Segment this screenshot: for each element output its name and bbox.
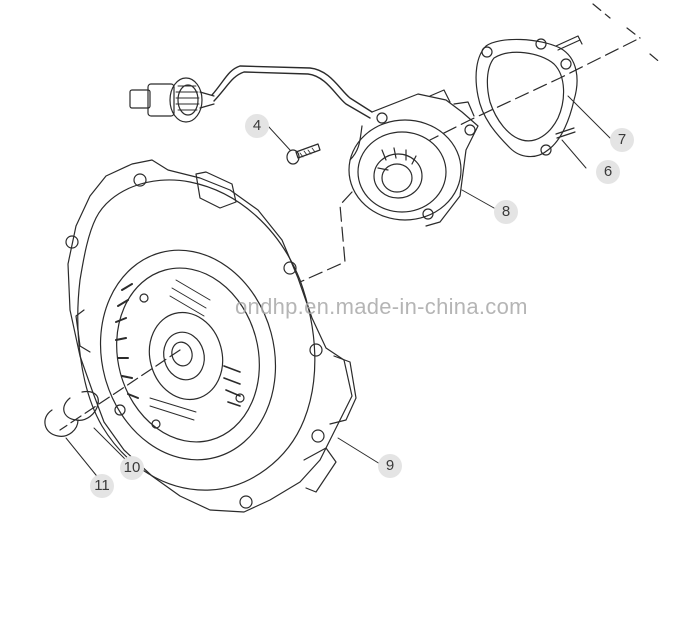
clutch-disc [99, 249, 277, 461]
callout-10: 10 [120, 456, 144, 480]
center-axis-lower [59, 349, 181, 431]
bolt [286, 143, 321, 165]
center-axis-line [592, 3, 663, 65]
gasket [475, 38, 578, 158]
watermark: ondhp.en.made-in-china.com [235, 294, 528, 319]
callout-8: 8 [494, 200, 518, 224]
callout-4: 4 [245, 114, 269, 138]
release-bearing [348, 89, 479, 227]
clutch-cover [65, 159, 357, 513]
studs [555, 35, 583, 139]
callout-6: 6 [596, 160, 620, 184]
center-axis-top [429, 39, 637, 141]
callout-9: 9 [378, 454, 402, 478]
leader-lines [65, 95, 611, 481]
snap-rings [44, 390, 99, 437]
wire-harness-connector [129, 65, 373, 123]
callout-7: 7 [610, 128, 634, 152]
center-axis-middle [299, 191, 353, 283]
callout-11: 11 [90, 474, 114, 498]
